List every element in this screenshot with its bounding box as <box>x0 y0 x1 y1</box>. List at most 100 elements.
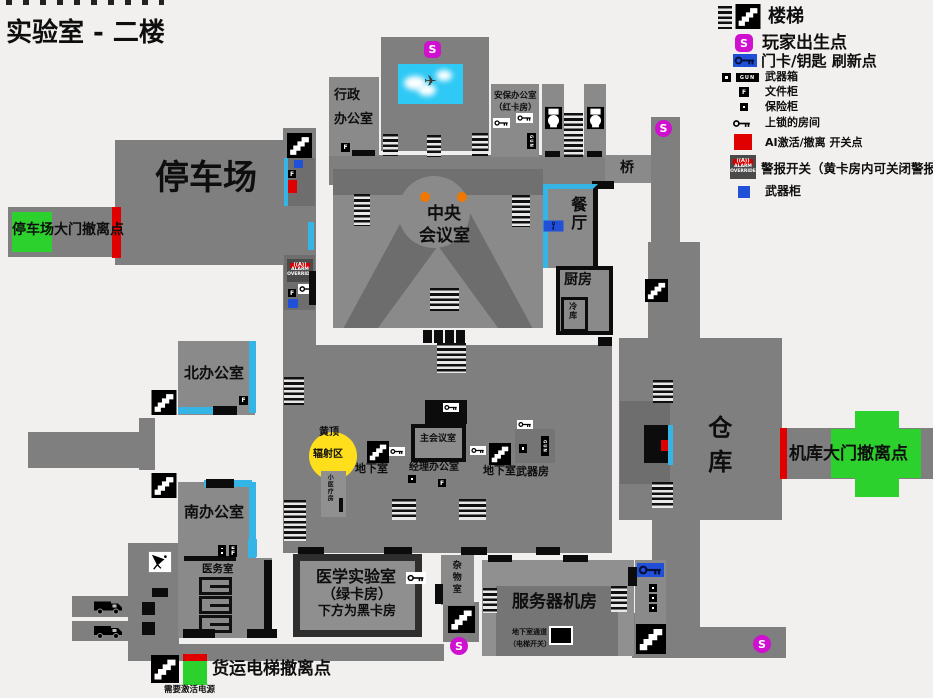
ladder-icon <box>611 586 627 612</box>
locked-room-icon <box>731 118 753 129</box>
weapon-box-icon: GUN <box>736 73 759 82</box>
weapon-cabinet-icon <box>288 299 298 308</box>
evac-door-hangar <box>780 428 787 479</box>
door-cyan <box>308 222 314 250</box>
door-black <box>339 498 343 512</box>
door-black <box>247 629 277 638</box>
evac-zone-parking <box>12 212 52 252</box>
door-black <box>352 150 375 156</box>
room-main-meeting <box>411 424 466 462</box>
ladder-icon <box>459 499 486 520</box>
room-medical-lab <box>293 554 422 637</box>
room-label-basement-left: 地下室 <box>355 462 388 475</box>
file-cabinet-icon: F <box>341 143 350 152</box>
room-label-warehouse: 仓库 <box>703 415 732 483</box>
medical-wall <box>264 560 272 636</box>
ladder-icon <box>392 499 416 520</box>
door-black <box>456 330 465 343</box>
door-cyan <box>178 407 220 414</box>
file-cabinet-icon: F <box>438 479 446 487</box>
room-label-passage-1: 地下室通道 <box>512 628 547 636</box>
door-black <box>142 622 155 635</box>
ladder-icon <box>430 288 459 311</box>
corridor-left-joint <box>139 418 155 470</box>
room-label-admin-1: 行政 <box>334 88 361 103</box>
weapon-box-icon: GUN <box>527 133 536 149</box>
door-black <box>545 151 560 157</box>
room-label-small-medical: 小医疗房 <box>326 474 334 502</box>
evac-door-parking <box>112 207 121 258</box>
room-admin-office <box>329 77 379 156</box>
room-label-server: 服务器机房 <box>512 592 597 612</box>
file-cabinet-icon: F <box>288 289 296 297</box>
ladder-icon <box>652 482 673 508</box>
locked-room-key-icon <box>516 113 533 123</box>
room-label-main-meeting: 主会议室 <box>420 434 457 444</box>
room-label-bridge: 桥 <box>620 160 634 176</box>
bed-icon <box>199 615 232 633</box>
page-title: 实验室 - 二楼 <box>6 18 165 48</box>
room-label-lab-1: 医学实验室 <box>316 567 397 586</box>
room-label-junk: 杂物室 <box>450 560 461 596</box>
room-label-north-office: 北办公室 <box>184 364 245 382</box>
legend-stairs-label: 楼梯 <box>768 6 804 27</box>
ai-switch-icon <box>288 180 297 193</box>
evac-zone-cargo <box>183 661 207 685</box>
legend-alarm-label: 警报开关（黄卡房内可关闭警报） <box>761 161 933 176</box>
ladder-icon <box>483 588 497 613</box>
door-black <box>384 547 412 555</box>
room-cold-storage <box>561 297 588 332</box>
keycard-refresh-icon <box>637 563 664 577</box>
door-black <box>435 584 443 604</box>
player-spawn-icon: S <box>655 120 672 137</box>
stairs-icon <box>286 133 313 158</box>
alarm-override-icon: ((A)) ALARM OVERRIDE <box>730 155 756 179</box>
ladder-icon <box>564 113 583 157</box>
room-label-passage-2: （电梯开关） <box>509 640 551 648</box>
room-label-admin-2: 办公室 <box>334 112 374 127</box>
locked-room-key-icon <box>443 403 459 412</box>
bed-icon <box>199 596 232 614</box>
door-black <box>536 547 560 555</box>
door-black <box>445 330 454 343</box>
room-label-central-2: 会议室 <box>419 226 470 246</box>
locked-room-key-icon <box>406 572 426 584</box>
door-black <box>488 555 512 562</box>
legend-keycard-label: 门卡/钥匙 刷新点 <box>761 52 877 70</box>
medical-wall-top <box>184 556 236 561</box>
orange-dot <box>420 192 430 202</box>
plane-icon: ✈ <box>424 72 437 90</box>
player-spawn-icon: S <box>735 34 753 52</box>
room-label-cold-storage: 冷库 <box>568 302 578 320</box>
keycard-refresh-icon <box>733 54 757 67</box>
player-spawn-icon: S <box>450 637 468 655</box>
ladder-icon <box>512 195 530 227</box>
legend-weapon-box-label: 武器箱 <box>765 70 798 83</box>
door-black <box>423 330 432 343</box>
locked-room-key-icon <box>470 446 486 455</box>
room-label-dining: 餐厅 <box>568 196 588 232</box>
room-south-office <box>178 482 255 570</box>
orange-dot <box>457 192 467 202</box>
room-label-basement-right: 地下室 <box>483 464 516 477</box>
door-black <box>206 479 234 488</box>
ladder-icon <box>284 377 304 406</box>
alarm-override-icon: ((A)) ALARM OVERRIDE <box>287 259 313 282</box>
door-black <box>587 151 602 157</box>
room-label-lab-2: （绿卡房） <box>322 587 392 603</box>
door-black <box>213 406 237 415</box>
ladder-icon <box>354 194 370 226</box>
file-cabinet-icon: F <box>229 549 237 557</box>
ai-switch-icon <box>734 134 752 150</box>
room-label-kitchen: 厨房 <box>564 272 592 288</box>
camera-box <box>148 551 172 573</box>
safe-icon <box>740 103 748 111</box>
corridor-east-vertical <box>651 117 680 242</box>
stairs-icon <box>151 655 179 683</box>
safe-icon <box>649 584 657 592</box>
ladder-icon <box>718 6 732 29</box>
locked-room-key-icon <box>517 420 533 429</box>
door-black <box>461 547 487 555</box>
toilet-icon <box>545 104 562 132</box>
weapon-cabinet-icon <box>294 160 303 168</box>
